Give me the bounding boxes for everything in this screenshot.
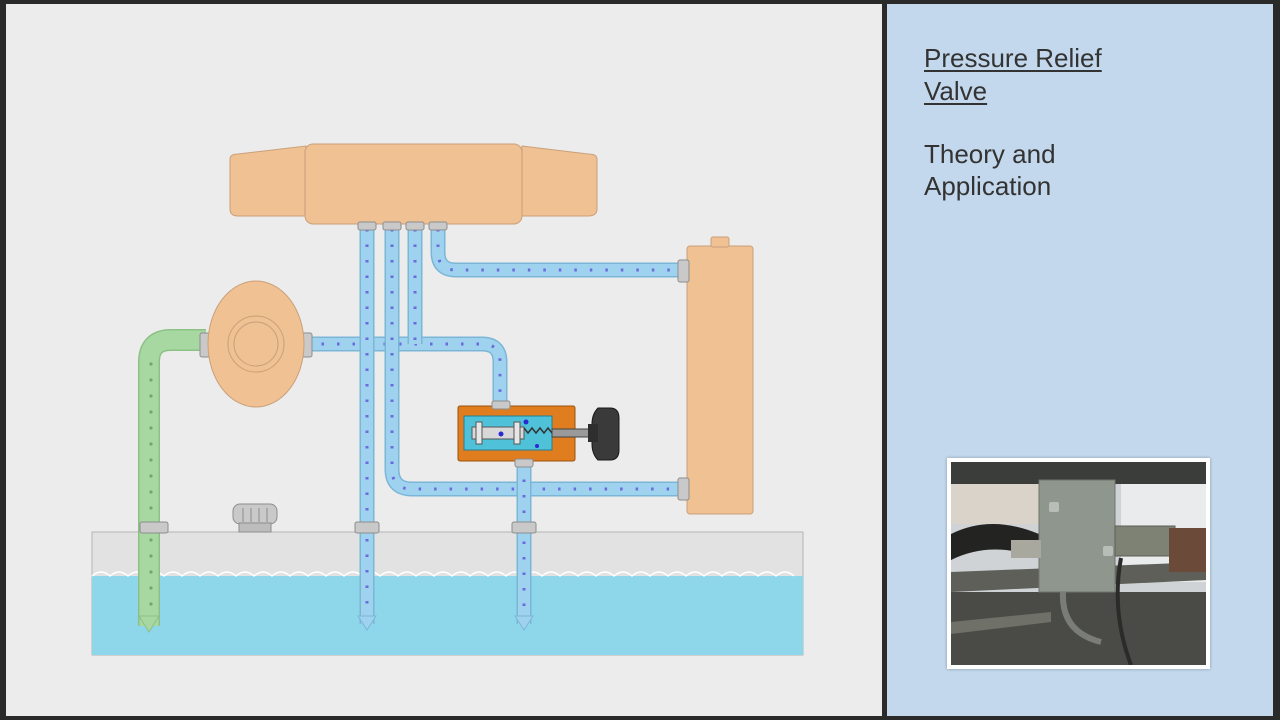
hydraulic-circuit-diagram [91, 143, 804, 656]
subtitle-line-2: Application [924, 171, 1052, 201]
title-line-2: Valve [924, 76, 988, 106]
tank-fittings [139, 521, 537, 534]
knob-icon [588, 407, 620, 461]
hydraulic-pump [199, 280, 313, 408]
pressure-lines [306, 229, 682, 624]
suction-line [138, 329, 206, 633]
valve-photo-image [951, 462, 1206, 665]
return-outlet [357, 615, 377, 631]
relief-outlet [514, 615, 534, 631]
fluid-surface [91, 571, 795, 578]
page-subtitle: Theory and Application [924, 138, 1056, 202]
pressure-relief-valve [457, 400, 593, 468]
title-line-1: Pressure Relief [924, 43, 1102, 73]
info-panel: Pressure Relief Valve Theory and Applica… [887, 4, 1273, 716]
hydraulic-motor [229, 143, 598, 231]
filler-cap-icon [232, 503, 278, 533]
diagram-panel [6, 4, 882, 716]
hydraulic-cylinder [677, 236, 754, 515]
valve-photo [947, 458, 1210, 669]
reservoir-fluid [92, 576, 803, 655]
page-title: Pressure Relief Valve [924, 42, 1102, 108]
reservoir-tank [91, 531, 804, 656]
subtitle-line-1: Theory and [924, 139, 1056, 169]
